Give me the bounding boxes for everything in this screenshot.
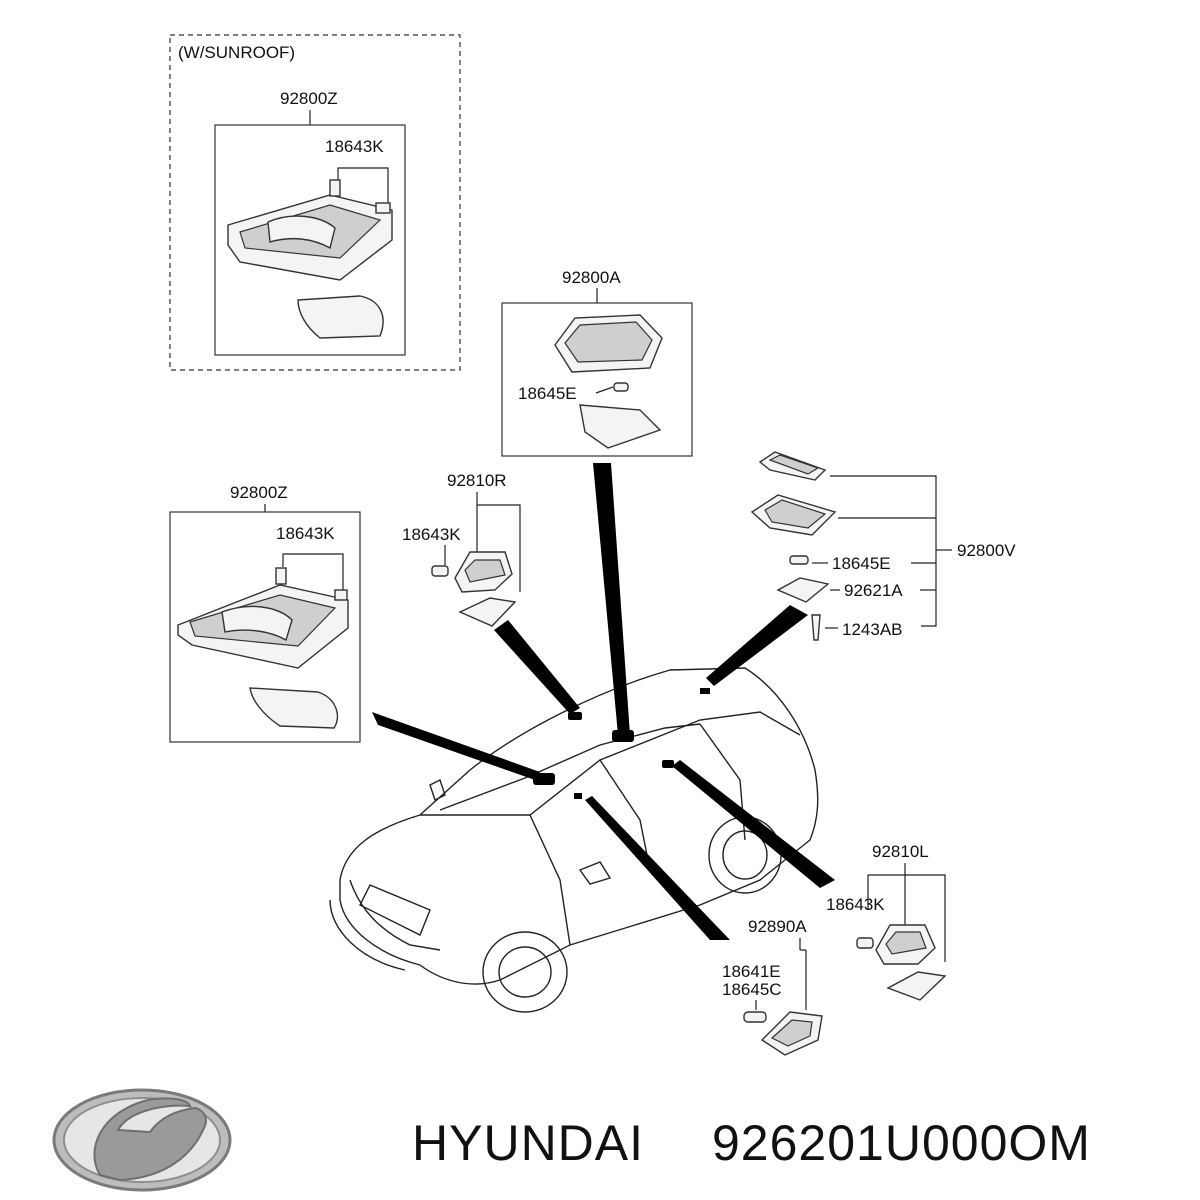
left-console-drawing (177, 567, 349, 729)
sunroof-console-drawing (227, 179, 393, 339)
label-rear-bulb: 18645E (832, 554, 891, 573)
label-sunroof-bulb: 18643K (325, 137, 384, 156)
footer-part-number: 926201U000OM (712, 1115, 1091, 1171)
cargo-lamp-drawing (743, 1011, 823, 1056)
left-assy-box (169, 511, 361, 743)
label-rh-lamp: 92810R (447, 471, 507, 490)
label-rear-lens: 92621A (844, 581, 903, 600)
vehicle-outline (329, 667, 819, 1013)
label-center-bulb: 18645E (518, 384, 577, 403)
label-cargo-lamp: 92890A (748, 917, 807, 936)
label-sunroof-assy: 92800Z (280, 89, 338, 108)
center-assy-box (501, 302, 693, 457)
label-left-assy: 92800Z (230, 483, 288, 502)
label-rear-assy: 92800V (957, 541, 1016, 560)
label-rear-screw: 1243AB (842, 620, 903, 639)
label-rh-bulb: 18643K (402, 525, 461, 544)
hyundai-logo (52, 1088, 232, 1192)
label-left-bulb: 18643K (276, 524, 335, 543)
label-cargo-bulb-2: 18645C (722, 980, 782, 999)
center-console-drawing (554, 314, 663, 449)
lh-lamp-drawing (856, 924, 947, 1001)
sunroof-note: (W/SUNROOF) (178, 43, 295, 62)
label-lh-bulb: 18643K (826, 895, 885, 914)
leader-wedges (372, 463, 835, 940)
sunroof-assy-box (214, 124, 406, 356)
label-lh-lamp: 92810L (872, 842, 929, 861)
rh-lamp-drawing (431, 551, 517, 627)
label-center-assy: 92800A (562, 268, 621, 287)
rear-console-drawing (750, 451, 837, 641)
sunroof-option-frame (169, 34, 461, 371)
label-cargo-bulb-1: 18641E (722, 962, 781, 981)
footer-brand: HYUNDAI (412, 1115, 644, 1171)
